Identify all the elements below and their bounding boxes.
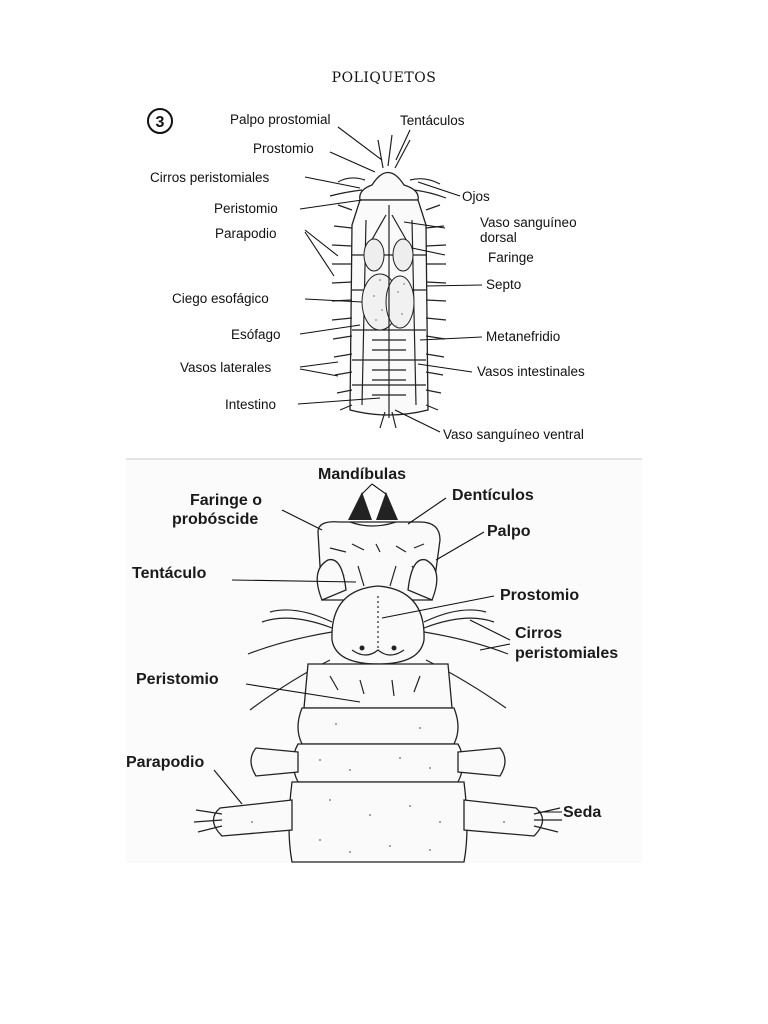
- label-ojos: Ojos: [462, 189, 490, 204]
- label-prostomio: Prostomio: [253, 141, 314, 156]
- label-mandibulas: Mandíbulas: [318, 466, 406, 483]
- worm-body-outline: [329, 134, 447, 429]
- label-esofago: Esófago: [231, 327, 281, 342]
- label-palpo: Palpo: [487, 523, 531, 540]
- label-intestino: Intestino: [225, 397, 276, 412]
- label-denticulos: Dentículos: [452, 487, 534, 504]
- label-cirros-peristomiales: Cirros peristomiales: [150, 170, 270, 185]
- label-vaso-dorsal-line1: Vaso sanguíneo: [480, 215, 577, 230]
- label-cirros-line1: Cirros: [515, 625, 562, 642]
- worm-head-drawing: [193, 492, 562, 863]
- figure-number-circle: [147, 108, 173, 134]
- diagram2-leader-lines: [213, 483, 562, 813]
- label-vaso-dorsal-line2: dorsal: [480, 230, 517, 245]
- label-peristomio: Peristomio: [214, 201, 278, 216]
- label-parapodio: Parapodio: [126, 754, 204, 771]
- label-faringe: Faringe: [488, 250, 534, 265]
- label-seda: Seda: [563, 804, 601, 821]
- label-vasos-laterales: Vasos laterales: [180, 360, 272, 375]
- label-prostomio: Prostomio: [500, 587, 579, 604]
- label-faringe-line1: Faringe o: [190, 492, 262, 509]
- diagram1-leader-lines: [297, 126, 483, 433]
- page-title: POLIQUETOS: [331, 70, 437, 86]
- label-faringe-line2: probóscide: [172, 511, 258, 528]
- label-palpo-prostomial: Palpo prostomial: [230, 112, 331, 127]
- label-metanefridio: Metanefridio: [486, 329, 560, 344]
- label-peristomio: Peristomio: [136, 671, 219, 688]
- diagram-external-head: Mandíbulas Faringe o probóscide Dentícul…: [126, 458, 642, 863]
- label-vasos-intestinales: Vasos intestinales: [477, 364, 585, 379]
- diagram-internal-anatomy: 3: [147, 108, 585, 442]
- label-tentaculos: Tentáculos: [400, 113, 465, 128]
- label-septo: Septo: [486, 277, 521, 292]
- label-ciego-esofagico: Ciego esofágico: [172, 291, 269, 306]
- label-tentaculo: Tentáculo: [132, 565, 207, 582]
- label-cirros-line2: peristomiales: [515, 645, 618, 662]
- label-parapodio-1: Parapodio: [215, 226, 277, 241]
- figure-number: 3: [156, 114, 165, 131]
- label-vaso-ventral: Vaso sanguíneo ventral: [443, 427, 584, 442]
